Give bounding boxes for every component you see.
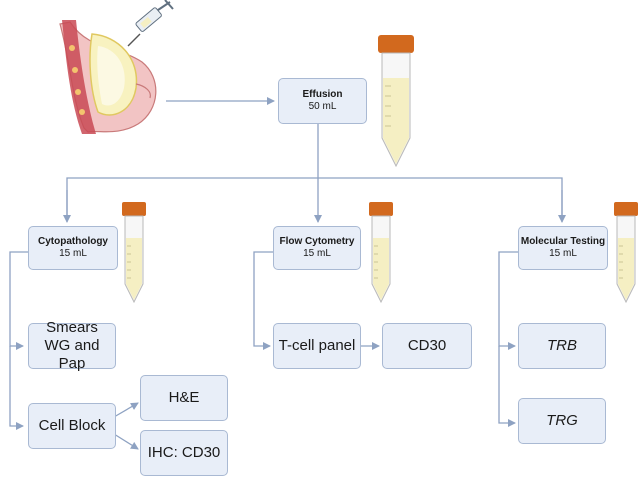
effusion-box: Effusion 50 mL <box>278 78 367 124</box>
molecular-testing-volume: 15 mL <box>549 248 577 259</box>
he-box: H&E <box>140 375 228 421</box>
smears-box: Smears WG and Pap <box>28 319 116 372</box>
trb-box: TRB <box>518 323 606 369</box>
trg-box: TRG <box>518 398 606 444</box>
cytopathology-volume: 15 mL <box>59 248 87 259</box>
connectors <box>9 97 566 450</box>
he-label: H&E <box>168 389 200 406</box>
syringe-icon <box>127 0 174 47</box>
tcell-panel-label: T-cell panel <box>278 337 356 354</box>
collection-tube-icon <box>378 35 414 168</box>
cell-block-label: Cell Block <box>38 417 106 434</box>
cd30-label: CD30 <box>407 337 447 354</box>
flow-cytometry-volume: 15 mL <box>303 248 331 259</box>
tcell-panel-box: T-cell panel <box>273 323 361 369</box>
molecular-testing-title: Molecular Testing <box>520 236 606 247</box>
tube-icon <box>121 201 147 303</box>
trb-label: TRB <box>547 337 577 354</box>
flow-cytometry-box: Flow Cytometry 15 mL <box>273 226 361 270</box>
effusion-volume: 50 mL <box>308 101 337 112</box>
flow-cytometry-title: Flow Cytometry <box>279 236 355 247</box>
effusion-title: Effusion <box>302 89 343 100</box>
ihc-cd30-box: IHC: CD30 <box>140 430 228 476</box>
ihc-cd30-label: IHC: CD30 <box>147 444 221 461</box>
cytopathology-box: Cytopathology 15 mL <box>28 226 118 270</box>
cytopathology-title: Cytopathology <box>38 236 108 247</box>
cd30-box: CD30 <box>382 323 472 369</box>
breast-implant-illustration <box>59 20 157 134</box>
cell-block-box: Cell Block <box>28 403 116 449</box>
smears-label: Smears WG and Pap <box>44 319 100 372</box>
molecular-testing-box: Molecular Testing 15 mL <box>518 226 608 270</box>
trg-label: TRG <box>546 412 578 429</box>
tube-icon <box>368 201 394 303</box>
tube-icon <box>613 201 639 303</box>
